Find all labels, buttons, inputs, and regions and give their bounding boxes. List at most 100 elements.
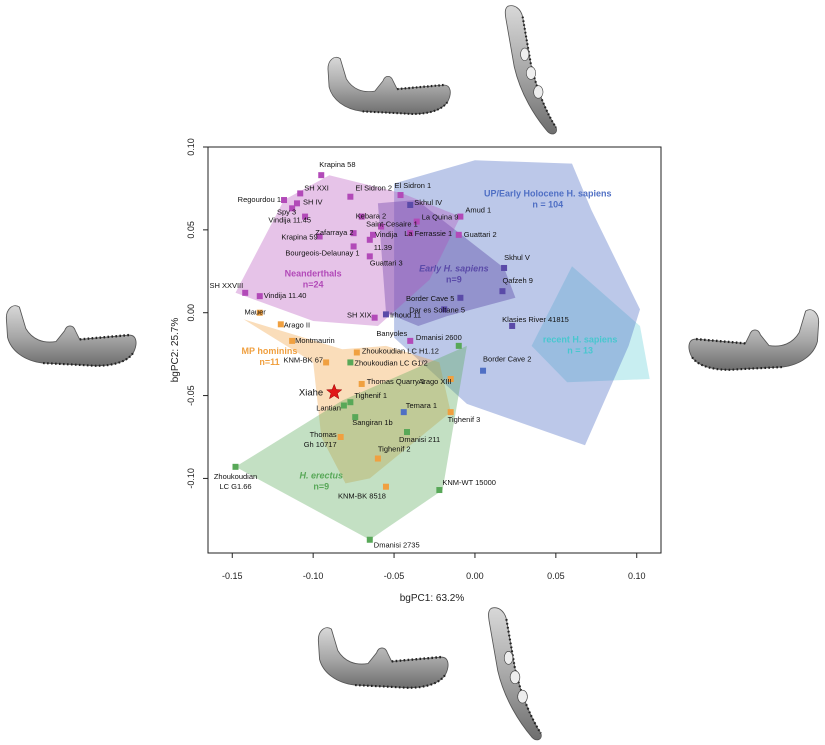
mandible-occlusal-icon: [487, 606, 543, 741]
group-n-erectus: n=9: [313, 481, 329, 491]
xiahe-label: Xiahe: [299, 387, 323, 398]
data-point: [293, 200, 300, 207]
mandible-left: [5, 304, 138, 367]
point-label: Saint-Cesaire 1: [366, 220, 418, 229]
point-label: El Sidron 1: [395, 181, 432, 190]
point-label: Dmanisi 211: [399, 435, 440, 444]
xiahe-star-icon: [325, 383, 343, 400]
data-point: [499, 288, 506, 295]
mandible-top-left: [326, 56, 452, 116]
data-point: [480, 367, 487, 374]
point-label: LC G1.66: [219, 482, 251, 491]
group-label-up: UP/Early Holocene H. sapiens: [484, 189, 612, 199]
data-point: [441, 306, 448, 313]
point-label: Arago II: [284, 320, 310, 329]
mandible-lateral-icon: [5, 304, 138, 367]
data-point: [501, 264, 508, 271]
group-label-erectus: H. erectus: [299, 470, 343, 480]
point-label: Zhoukoudian LC H1.12: [362, 346, 439, 355]
data-point: [340, 402, 347, 409]
point-label: Border Cave 5: [406, 294, 454, 303]
data-point: [323, 359, 330, 366]
point-label: La Quina 9: [422, 213, 459, 222]
mandible-lateral-icon: [326, 56, 452, 116]
mandible-bottom-left: [317, 626, 450, 689]
data-point: [436, 487, 443, 494]
point-label: Tighenif 2: [378, 445, 411, 454]
x-tick-label: -0.15: [222, 571, 243, 581]
y-tick-label: -0.05: [186, 385, 196, 406]
point-label: La Ferrassie 1: [404, 229, 452, 238]
y-axis-label: bgPC2: 25.7%: [170, 318, 181, 383]
data-point: [358, 380, 365, 387]
point-label: Krapina 59: [281, 232, 317, 241]
mandible-lateral-icon: [317, 626, 450, 689]
hull-mp: [243, 319, 451, 484]
data-point: [289, 337, 296, 344]
x-tick-label: -0.10: [303, 571, 324, 581]
data-point: [366, 236, 373, 243]
data-point: [289, 205, 296, 212]
data-point: [353, 349, 360, 356]
data-point: [350, 243, 357, 250]
data-point: [407, 230, 414, 237]
group-n-neand: n=24: [303, 279, 324, 289]
data-point: [378, 223, 385, 230]
data-point: [397, 192, 404, 199]
y-tick-label: -0.10: [186, 468, 196, 489]
point-label: SH XXI: [304, 183, 329, 192]
data-point: [370, 231, 377, 238]
data-point: [352, 414, 359, 421]
mandible-occlusal-icon: [504, 4, 558, 136]
group-label-neand: Neanderthals: [285, 268, 342, 278]
point-label: Guattari 3: [370, 258, 403, 267]
data-point: [316, 233, 323, 240]
data-point: [382, 483, 389, 490]
x-tick-label: 0.05: [547, 571, 565, 581]
data-point: [455, 342, 462, 349]
mandible-bottom-right: [487, 606, 543, 741]
data-point: [382, 311, 389, 318]
point-label: Thomas: [310, 430, 337, 439]
point-label: Vindija: [375, 230, 398, 239]
data-point: [297, 190, 304, 197]
x-axis-label: bgPC1: 63.2%: [400, 593, 465, 604]
point-label: Amud 1: [465, 206, 491, 215]
point-label: Skhul IV: [414, 198, 442, 207]
mandible-lateral-icon: [687, 308, 820, 371]
point-label: Tighenif 3: [448, 415, 481, 424]
point-label: Dar es Soltane 5: [409, 305, 465, 314]
hull-neand: [235, 175, 461, 326]
mandible-top-right: [504, 4, 558, 136]
data-point: [447, 409, 454, 416]
xiahe-highlight: Xiahe: [299, 383, 343, 400]
point-label: SH XIX: [347, 311, 372, 320]
point-label: Thomas Quarry 1: [367, 377, 425, 386]
data-point: [509, 322, 516, 329]
point-label: Dmanisi 2735: [374, 541, 420, 550]
data-point: [455, 231, 462, 238]
group-hulls: [235, 160, 650, 540]
point-label: Regourdou 1: [238, 195, 281, 204]
point-label: Klasies River 41815: [502, 315, 569, 324]
point-label: 11.39: [374, 243, 392, 252]
data-point: [457, 294, 464, 301]
data-point: [413, 218, 420, 225]
point-label: Kebara 2: [356, 212, 386, 221]
group-n-up: n = 104: [532, 200, 563, 210]
group-n-recent: n = 13: [567, 346, 593, 356]
data-point: [358, 213, 365, 220]
data-point: [371, 314, 378, 321]
data-point: [403, 429, 410, 436]
point-label: Gh 10717: [304, 440, 337, 449]
data-point: [277, 321, 284, 328]
point-label: Banyoles: [376, 329, 407, 338]
point-label: Vindija 11.40: [264, 291, 307, 300]
point-label: Irhoud 11: [390, 310, 421, 319]
point-label: Zafarraya 2: [315, 228, 353, 237]
point-label: KNM-BK 8518: [338, 492, 386, 501]
data-point: [457, 213, 464, 220]
hull-up: [394, 160, 640, 446]
data-point: [407, 202, 414, 208]
